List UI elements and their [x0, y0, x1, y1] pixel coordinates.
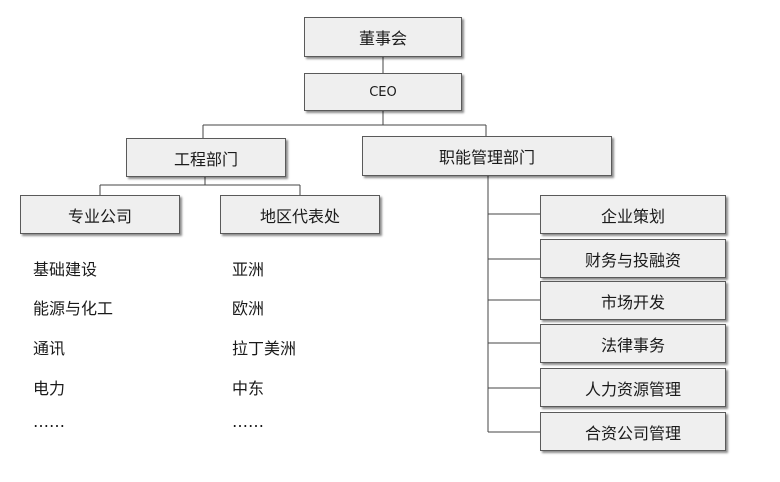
regional-office-label: 地区代表处	[259, 206, 340, 226]
functional-item-label: 法律事务	[600, 335, 665, 355]
functional-item-label: 企业策划	[600, 206, 665, 226]
board-label: 董事会	[358, 29, 407, 48]
functional-item-label: 合资公司管理	[584, 423, 681, 443]
functional-item-label: 人力资源管理	[584, 379, 681, 399]
professional-company-label: 专业公司	[67, 206, 132, 226]
ceo-label: CEO	[369, 84, 397, 100]
regional-item: 亚洲	[232, 260, 265, 279]
functional-item-box: 合资公司管理	[540, 412, 726, 451]
professional-item: 能源与化工	[33, 299, 114, 318]
regional-office-box: 地区代表处	[220, 195, 380, 234]
functional-item-label: 市场开发	[600, 292, 665, 312]
professional-item: 基础建设	[33, 260, 98, 279]
functional-item-box: 财务与投融资	[540, 239, 726, 278]
board-box: 董事会	[304, 17, 462, 57]
functional-item-box: 企业策划	[540, 195, 726, 234]
regional-item: 中东	[232, 379, 265, 398]
professional-item: ……	[33, 412, 65, 431]
regional-item: ……	[232, 412, 264, 431]
professional-item: 通讯	[33, 339, 66, 358]
regional-item: 欧洲	[232, 299, 265, 318]
engineering-dept-label: 工程部门	[173, 149, 238, 169]
functional-dept-label: 职能管理部门	[438, 148, 535, 167]
engineering-dept-box: 工程部门	[126, 138, 286, 177]
functional-item-box: 法律事务	[540, 324, 726, 363]
regional-item: 拉丁美洲	[232, 339, 297, 358]
professional-company-box: 专业公司	[20, 195, 180, 234]
ceo-box: CEO	[304, 73, 462, 111]
functional-item-box: 人力资源管理	[540, 368, 726, 407]
functional-item-box: 市场开发	[540, 281, 726, 320]
functional-item-label: 财务与投融资	[584, 250, 681, 270]
functional-dept-box: 职能管理部门	[362, 136, 612, 176]
professional-item: 电力	[33, 379, 66, 398]
